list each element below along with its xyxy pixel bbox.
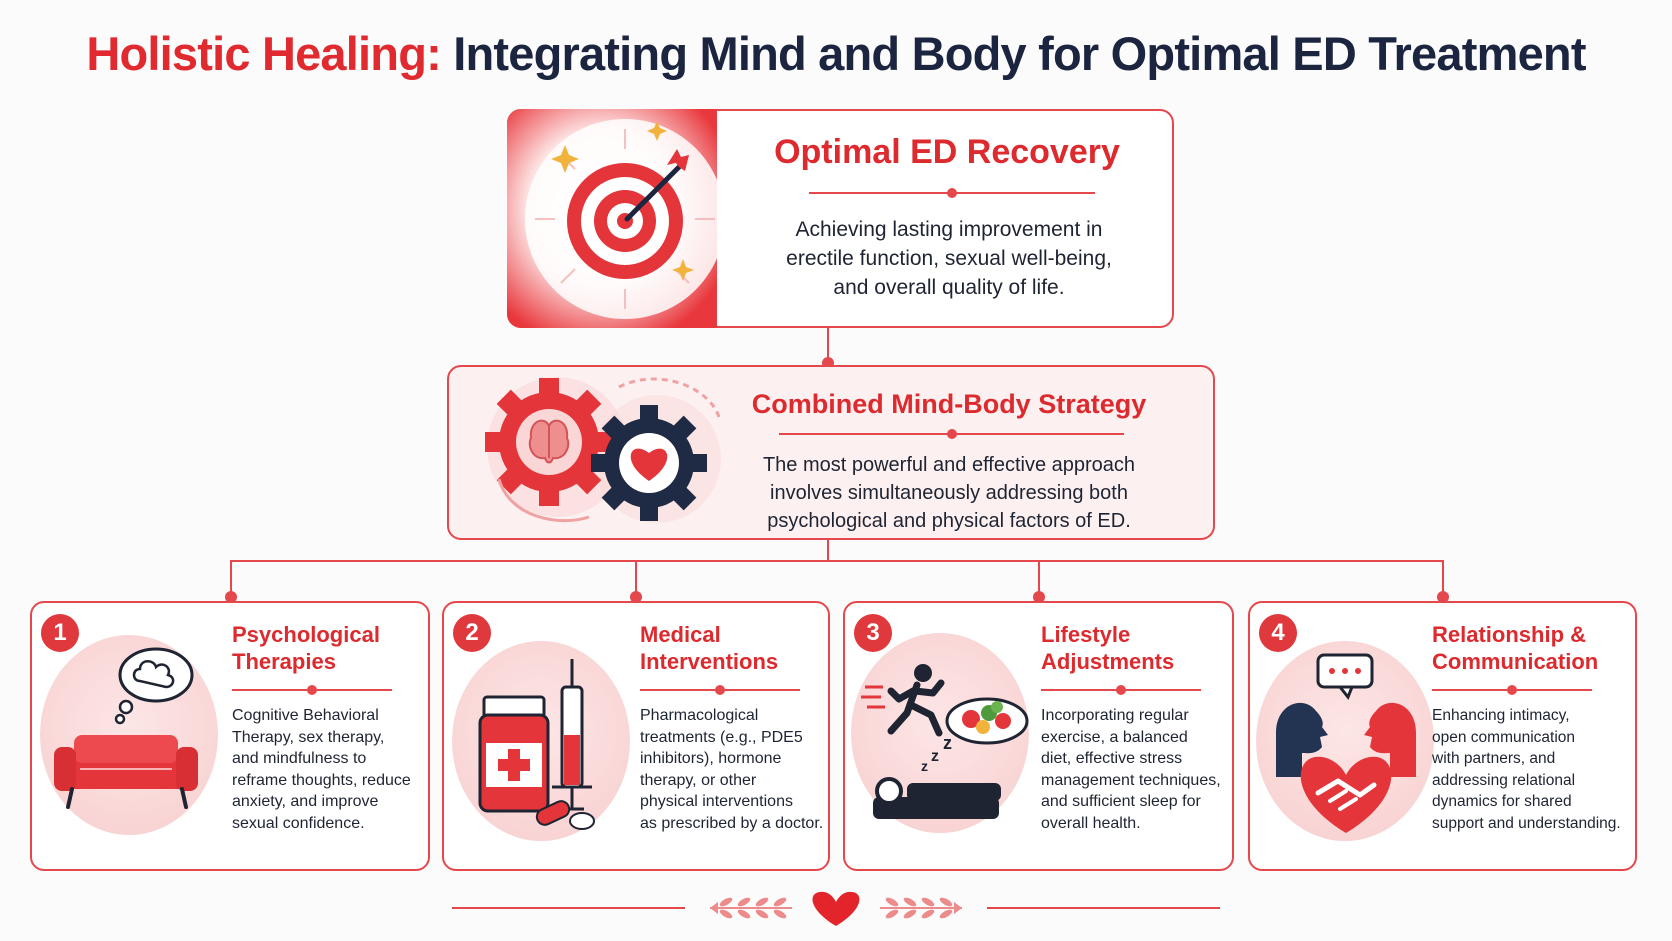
card-line: and mindfulness to	[232, 750, 367, 767]
card-line: therapy, or other	[640, 771, 757, 789]
connector-node	[225, 591, 237, 603]
card-title: Medical Interventions	[640, 621, 778, 675]
card-line: reframe thoughts, reduce	[232, 771, 411, 789]
card-number-badge: 2	[453, 614, 491, 652]
connector-node	[1033, 591, 1045, 603]
couple-handshake-icon	[1276, 653, 1416, 833]
connector-card-3	[1038, 560, 1040, 596]
card-number-badge: 3	[854, 614, 892, 652]
card-line: Cognitive Behavioral	[232, 707, 379, 724]
card-line: dynamics for shared	[1432, 793, 1572, 810]
card-title-line: Relationship &	[1432, 622, 1587, 647]
card-line: management techniques,	[1041, 771, 1221, 789]
connector-card-2	[635, 560, 637, 596]
card-lifestyle-adjustments: 3 z z z Lifestyle Adjustments Incorporat…	[843, 601, 1234, 871]
description-line: erectile function, sexual well-being,	[786, 247, 1112, 270]
card-title: Lifestyle Adjustments	[1041, 621, 1174, 675]
card-title-line: Interventions	[640, 649, 779, 674]
card-description: Pharmacological treatments (e.g., PDE5 i…	[640, 705, 830, 834]
couch-thought-icon	[54, 647, 198, 809]
card-line: anxiety, and improve	[232, 793, 379, 810]
card-line: as prescribed by a doctor.	[640, 814, 824, 832]
card-divider	[640, 685, 800, 695]
card-title-line: Adjustments	[1041, 649, 1175, 674]
card-line: Pharmacological	[640, 707, 759, 724]
target-icon-panel	[507, 109, 717, 328]
description-line: Achieving lasting improvement in	[795, 218, 1103, 241]
svg-text:z: z	[931, 748, 939, 765]
card-line: with partners, and	[1432, 750, 1556, 767]
card-line: and sufficient sleep for	[1041, 793, 1201, 810]
card-line: open communication	[1432, 728, 1576, 746]
svg-text:z: z	[943, 733, 952, 753]
card-divider	[1041, 685, 1201, 695]
exercise-diet-sleep-icon: z z z	[861, 664, 1029, 819]
connector-card-1	[230, 560, 232, 596]
connector-middle-down	[827, 540, 829, 561]
medicine-syringe-icon	[478, 659, 595, 830]
card-title: Psychological Therapies	[232, 621, 380, 675]
card-medical-interventions: 2 Medical Interventions Pharmacological …	[442, 601, 830, 871]
card-number-badge: 4	[1259, 614, 1297, 652]
card-line: overall health.	[1041, 814, 1141, 832]
card-line: exercise, a balanced	[1041, 728, 1188, 746]
connector-node	[1437, 591, 1449, 603]
footer-line-left	[452, 907, 685, 909]
card-title-line: Therapies	[232, 649, 336, 674]
card-divider	[232, 685, 392, 695]
description-line: The most powerful and effective approach	[762, 454, 1136, 476]
card-line: physical interventions	[640, 793, 793, 810]
combined-strategy-title: Combined Mind-Body Strategy	[751, 389, 1147, 419]
connector-card-4	[1442, 560, 1444, 596]
combined-strategy-box: Combined Mind-Body Strategy The most pow…	[447, 365, 1215, 540]
card-title-line: Lifestyle	[1041, 622, 1131, 647]
title-accent: Holistic Healing:	[86, 27, 441, 80]
card-line: treatments (e.g., PDE5	[640, 728, 803, 746]
page-title: Holistic Healing: Integrating Mind and B…	[0, 26, 1672, 81]
card-line: Enhancing intimacy,	[1432, 707, 1570, 724]
card-title-line: Communication	[1432, 649, 1599, 674]
combined-strategy-description: The most powerful and effective approach…	[729, 451, 1169, 535]
card-line: diet, effective stress	[1041, 750, 1183, 767]
heart-laurel-ornament	[710, 891, 962, 926]
optimal-recovery-divider	[809, 188, 1095, 198]
svg-text:z: z	[921, 758, 928, 774]
connector-horizontal	[230, 560, 1444, 562]
card-divider	[1432, 685, 1592, 695]
description-line: psychological and physical factors of ED…	[767, 510, 1131, 532]
card-title: Relationship & Communication	[1432, 621, 1598, 675]
mind-body-gears-icon	[485, 377, 721, 523]
card-description: Enhancing intimacy, open communication w…	[1432, 705, 1637, 834]
card-line: sexual confidence.	[232, 814, 365, 832]
combined-strategy-divider	[779, 429, 1124, 439]
card-line: inhibitors), hormone	[640, 750, 782, 767]
card-psychological-therapies: 1 Psychological Therapies Cognitive Beha…	[30, 601, 430, 871]
card-description: Incorporating regular exercise, a balanc…	[1041, 705, 1233, 834]
card-line: Incorporating regular	[1041, 707, 1189, 724]
target-icon	[507, 109, 717, 328]
optimal-recovery-box: Optimal ED Recovery Achieving lasting im…	[507, 109, 1174, 328]
card-description: Cognitive Behavioral Therapy, sex therap…	[232, 705, 427, 834]
card-title-line: Psychological	[232, 622, 380, 647]
card-line: addressing relational	[1432, 771, 1576, 789]
description-line: and overall quality of life.	[833, 276, 1065, 299]
card-title-line: Medical	[640, 622, 721, 647]
connector-node	[630, 591, 642, 603]
connector-top-middle	[827, 328, 829, 366]
card-line: Therapy, sex therapy,	[232, 728, 385, 746]
optimal-recovery-title: Optimal ED Recovery	[774, 133, 1120, 171]
card-number-badge: 1	[41, 614, 79, 652]
footer-line-right	[987, 907, 1220, 909]
description-line: involves simultaneously addressing both	[770, 482, 1128, 504]
card-relationship-communication: 4 Relationship & Communication Enhancing…	[1248, 601, 1637, 871]
optimal-recovery-description: Achieving lasting improvement in erectil…	[739, 215, 1159, 302]
card-line: support and understanding.	[1432, 814, 1621, 832]
title-rest: Integrating Mind and Body for Optimal ED…	[440, 27, 1586, 80]
